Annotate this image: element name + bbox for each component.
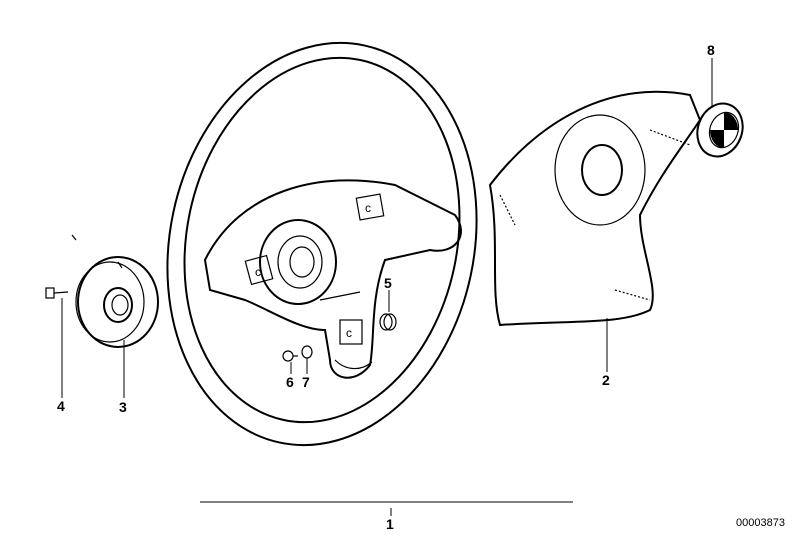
callout-2: 2 [602,372,610,388]
leader-lines [61,58,713,516]
callout-8: 8 [707,42,715,58]
steering-wheel-drawing: c c c [166,41,478,447]
callout-7: 7 [302,374,310,390]
callout-1: 1 [386,516,394,532]
hub-adapter-drawing [71,234,159,348]
callout-4: 4 [57,398,65,414]
screw-4-drawing [45,287,69,299]
callout-6: 6 [286,374,294,390]
svg-text:c: c [365,201,371,215]
screw-6-washer-7-drawing [282,345,313,362]
spring-drawing [379,313,397,331]
callout-5: 5 [384,275,392,291]
horn-pad-cover-drawing [488,90,702,327]
callout-3: 3 [119,399,127,415]
svg-text:c: c [255,265,261,279]
document-id: 00003873 [736,517,785,529]
svg-text:c: c [346,326,352,340]
emblem-drawing [696,102,744,158]
